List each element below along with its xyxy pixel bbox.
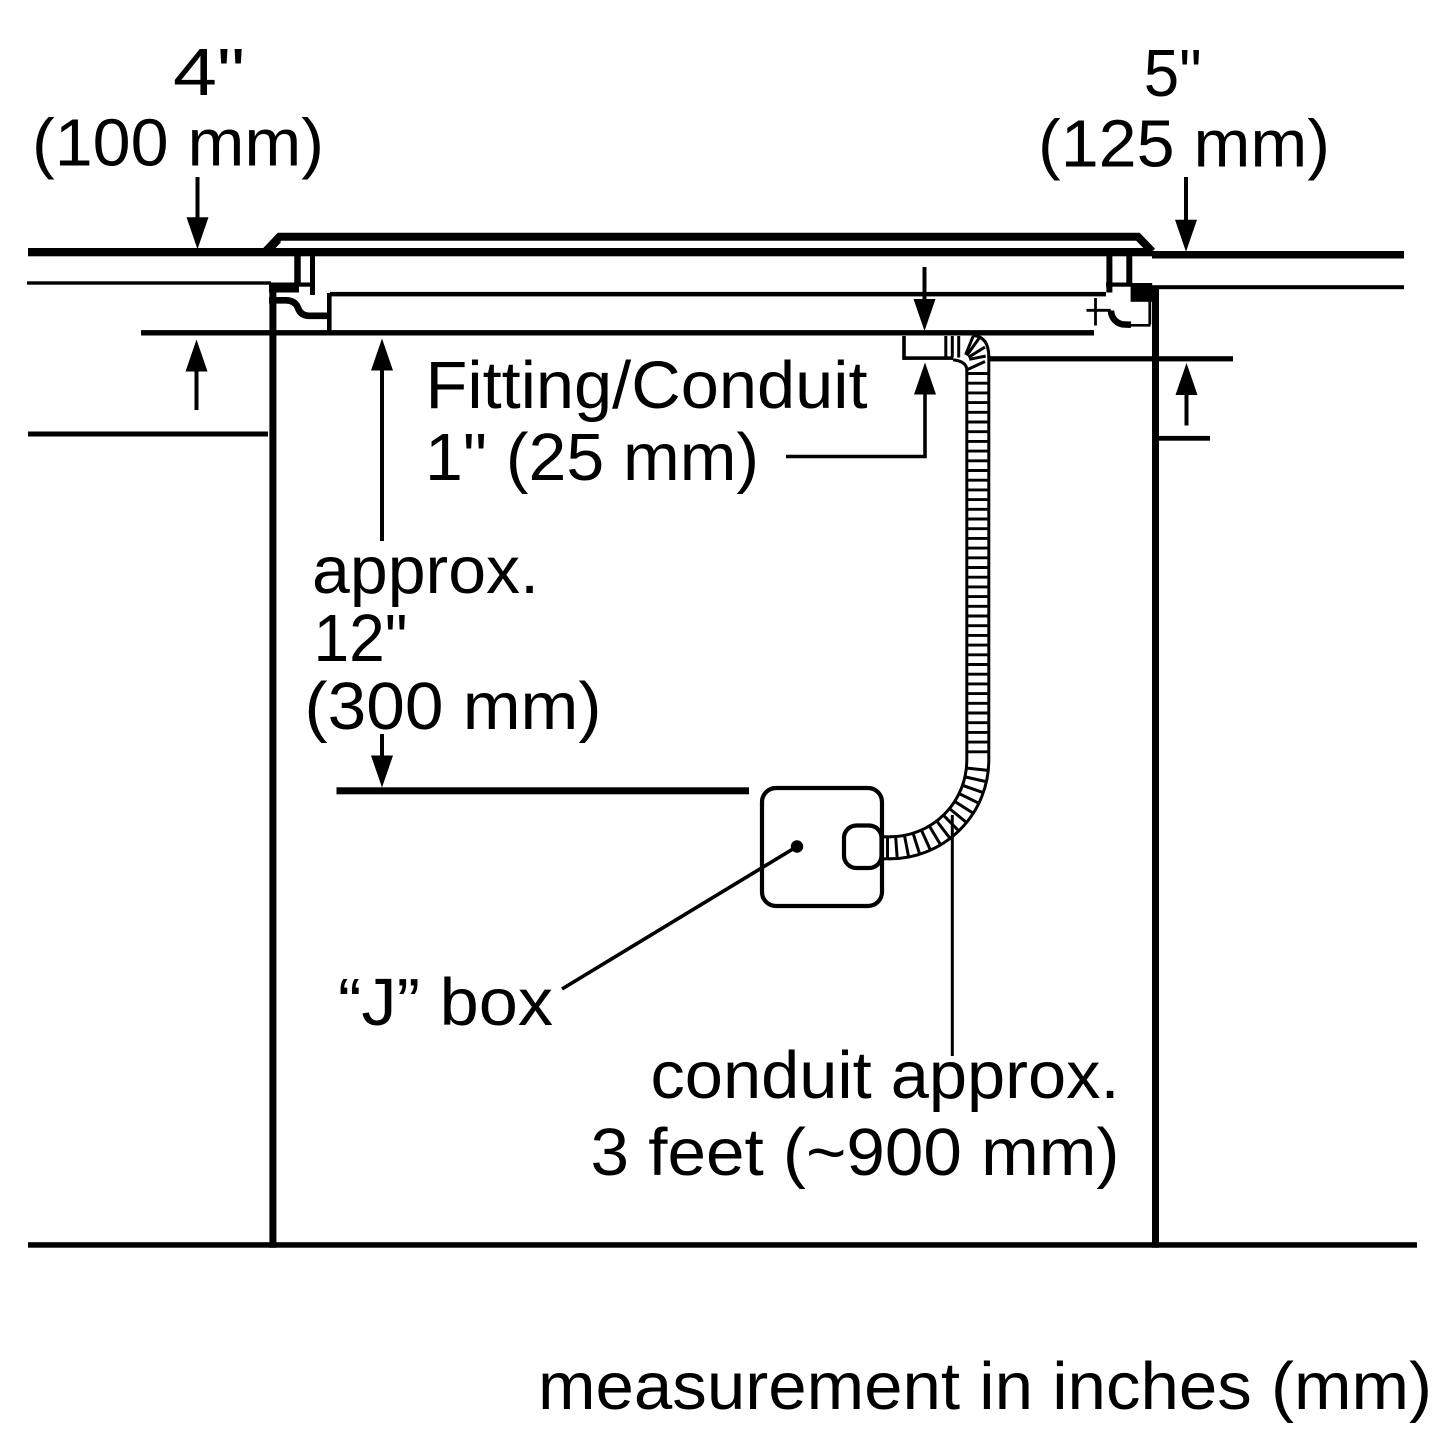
svg-text:(125 mm): (125 mm) (1038, 107, 1330, 182)
svg-text:5": 5" (1144, 36, 1202, 111)
svg-text:Fitting/Conduit: Fitting/Conduit (426, 348, 868, 423)
svg-text:conduit approx.: conduit approx. (651, 1038, 1120, 1113)
svg-text:(100 mm): (100 mm) (32, 106, 324, 181)
svg-text:4": 4" (173, 35, 245, 110)
svg-text:1" (25 mm): 1" (25 mm) (425, 420, 759, 495)
svg-text:(300 mm): (300 mm) (305, 669, 602, 744)
svg-text:12": 12" (314, 601, 408, 676)
svg-text:3 feet (~900 mm): 3 feet (~900 mm) (591, 1115, 1120, 1190)
svg-text:measurement in inches (mm): measurement in inches (mm) (538, 1349, 1432, 1424)
svg-text:“J” box: “J” box (338, 965, 553, 1040)
svg-text:approx.: approx. (312, 533, 539, 608)
